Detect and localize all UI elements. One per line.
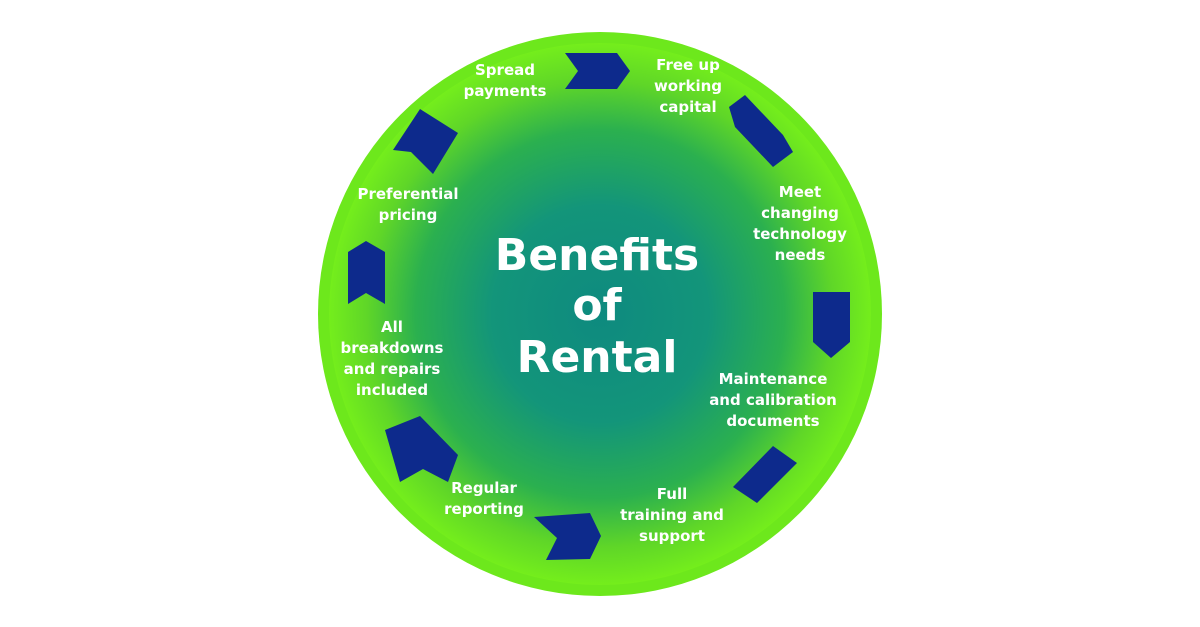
benefit-label-1-line-2: working [654,77,722,95]
benefit-label-8-line-1: Spread [475,61,535,79]
chevron-arrow-8 [393,109,458,174]
benefit-label-3-line-2: and calibration [709,391,837,409]
benefit-label-2: Meet changing technology needs [753,183,847,264]
benefit-label-6-line-3: and repairs [344,360,441,378]
benefit-label-4-line-3: support [639,527,705,545]
center-title-line-3: Rental [517,332,678,383]
benefit-label-4-line-2: training and [620,506,724,524]
benefit-label-6: All breakdowns and repairs included [341,318,444,399]
inner-disc [329,43,871,585]
center-title: Benefits of Rental [495,230,699,383]
benefit-label-1: Free up working capital [654,56,722,116]
benefit-label-4-line-1: Full [657,485,687,503]
benefit-label-6-line-2: breakdowns [341,339,444,357]
benefit-label-6-line-4: included [356,381,428,399]
benefit-label-4: Full training and support [620,485,724,545]
benefit-label-5: Regular reporting [444,479,524,518]
center-title-line-1: Benefits [495,230,699,281]
benefit-label-8-line-2: payments [464,82,547,100]
benefit-label-3: Maintenance and calibration documents [709,370,837,430]
chevron-arrow-5 [534,513,601,560]
benefit-label-2-line-2: changing [761,204,839,222]
benefit-label-7-line-2: pricing [379,206,438,224]
center-title-line-2: of [572,280,622,331]
benefit-label-7: Preferential pricing [357,185,458,224]
chevron-arrow-3 [813,292,850,358]
benefit-label-5-line-2: reporting [444,500,524,518]
chevron-arrows [348,53,850,560]
benefit-label-1-line-1: Free up [656,56,720,74]
benefit-label-1-line-3: capital [659,98,716,116]
chevron-arrow-7 [348,241,385,304]
chevron-arrow-1 [565,53,630,89]
benefit-label-6-line-1: All [381,318,403,336]
benefit-label-5-line-1: Regular [451,479,517,497]
benefit-label-8: Spread payments [464,61,547,100]
chevron-arrow-6 [385,416,458,482]
benefit-label-7-line-1: Preferential [357,185,458,203]
chevron-arrow-2 [729,95,793,167]
benefit-label-3-line-1: Maintenance [719,370,828,388]
benefit-label-2-line-4: needs [775,246,826,264]
benefit-label-2-line-1: Meet [779,183,821,201]
benefit-label-3-line-3: documents [726,412,819,430]
chevron-arrow-4 [733,446,797,503]
benefit-label-2-line-3: technology [753,225,847,243]
